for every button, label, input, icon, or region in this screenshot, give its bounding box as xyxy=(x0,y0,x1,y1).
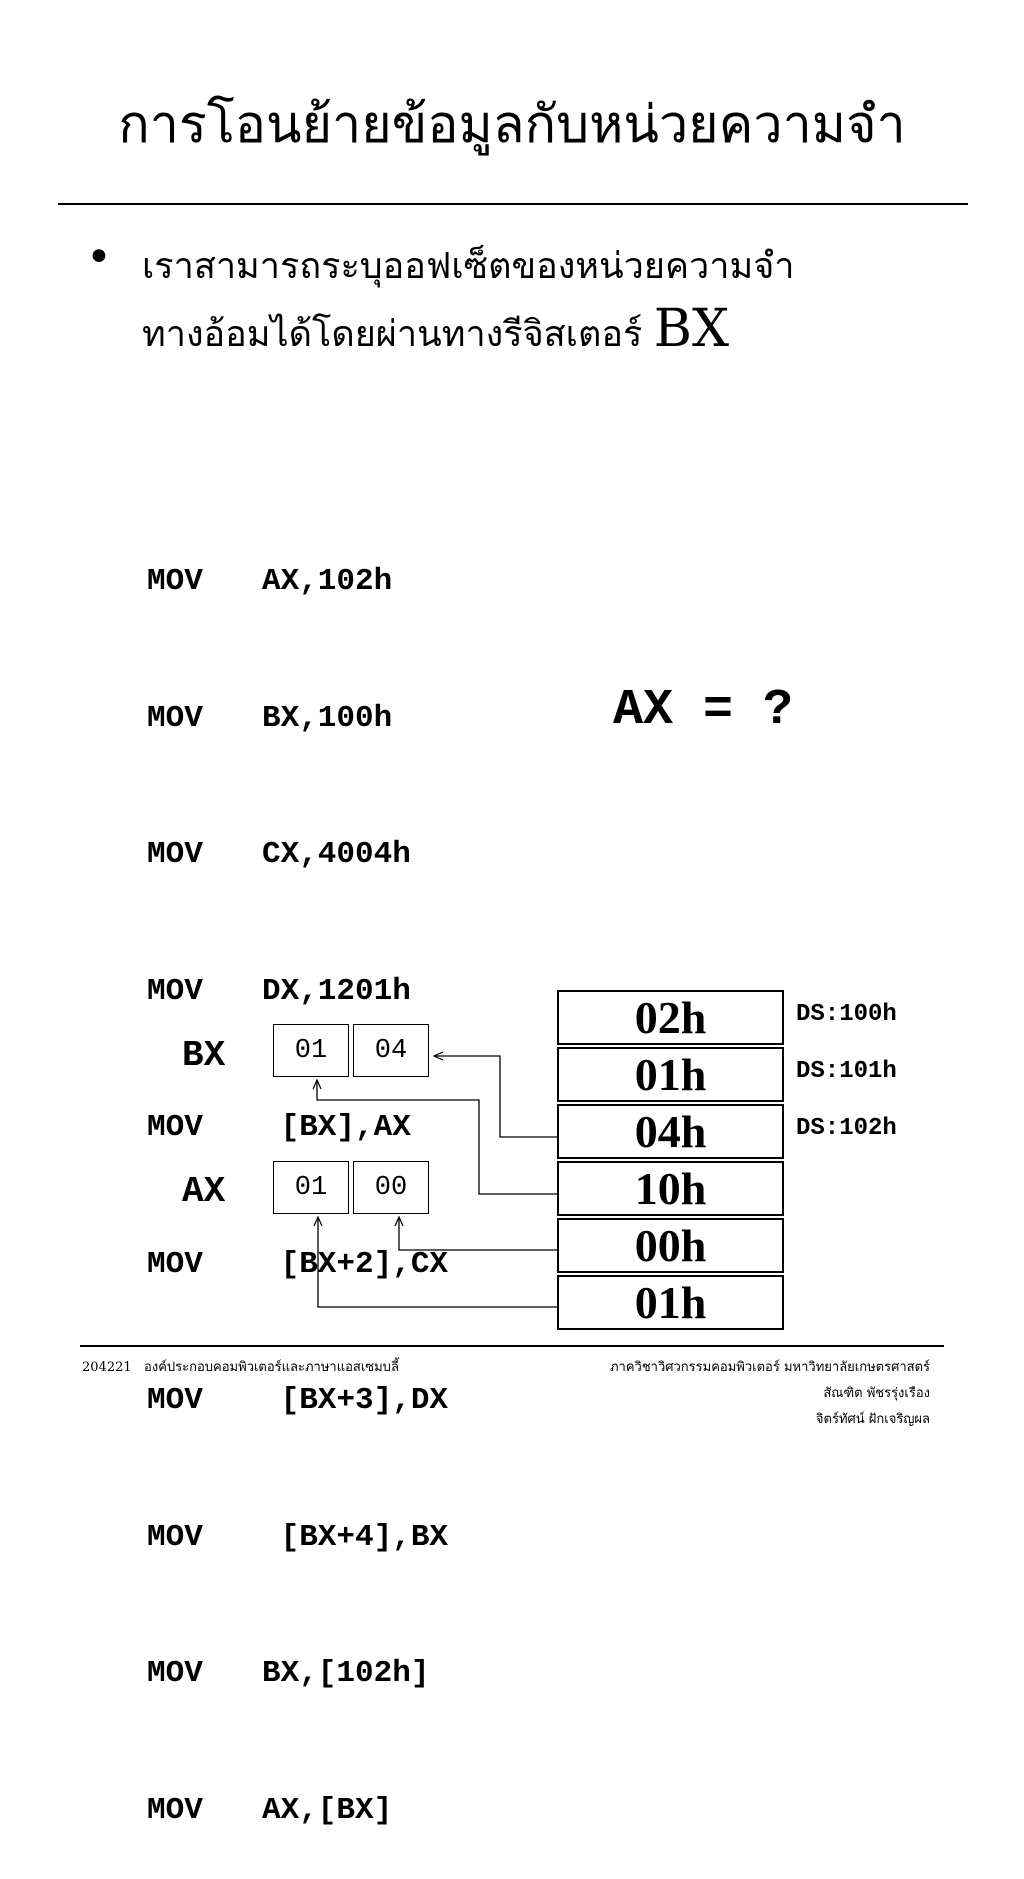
arrow-10h-to-bx-high xyxy=(317,1080,557,1195)
code-args: CX,4004h xyxy=(262,837,411,872)
code-op: MOV xyxy=(147,973,203,1009)
code-op: MOV xyxy=(147,1519,203,1555)
code-args: BX,[102h] xyxy=(262,1656,430,1691)
code-op: MOV xyxy=(147,1656,203,1691)
bullet-text: เราสามารถระบุออฟเซ็ตของหน่วยความจำ ทางอ้… xyxy=(142,236,902,366)
memory-address: DS:100h xyxy=(796,1001,897,1028)
code-args: AX,102h xyxy=(262,564,393,599)
code-args: [BX],AX xyxy=(262,1110,411,1145)
footer-credits: ภาควิชาวิศวกรรมคอมพิวเตอร์ มหาวิทยาลัยเก… xyxy=(610,1355,930,1433)
code-op: MOV xyxy=(147,1110,203,1145)
title-divider xyxy=(58,203,968,205)
code-line: MOV CX,4004h xyxy=(147,832,448,878)
code-line: MOV DX,1201h xyxy=(147,969,448,1015)
code-line: MOV BX,[102h] xyxy=(147,1651,448,1697)
memory-cell: 04h xyxy=(557,1104,784,1159)
code-args: [BX+3],DX xyxy=(262,1383,449,1418)
code-line: MOV [BX+3],DX xyxy=(147,1378,448,1424)
code-args: AX,[BX] xyxy=(262,1792,393,1828)
code-args: [BX+4],BX xyxy=(262,1519,449,1555)
ax-register-label: AX xyxy=(182,1171,226,1212)
code-line: MOV [BX],AX xyxy=(147,1105,448,1151)
code-op: MOV xyxy=(147,564,203,599)
memory-cell: 01h xyxy=(557,1047,784,1102)
memory-address: DS:102h xyxy=(796,1115,897,1142)
memory-cell: 10h xyxy=(557,1161,784,1216)
code-args: DX,1201h xyxy=(262,973,411,1009)
arrow-01h-to-ax-high xyxy=(318,1217,557,1308)
bx-register-label: BX xyxy=(182,1035,226,1076)
question-text: AX = ? xyxy=(613,682,794,739)
bullet-line-2: ทางอ้อมได้โดยผ่านทางรีจิสเตอร์ BX xyxy=(142,298,902,366)
code-op: MOV xyxy=(147,837,203,872)
code-line: MOV AX,[BX] xyxy=(147,1788,448,1834)
code-line: MOV [BX+4],BX xyxy=(147,1515,448,1561)
code-op: MOV xyxy=(147,1246,203,1282)
memory-cell: 00h xyxy=(557,1218,784,1273)
code-op: MOV xyxy=(147,1383,203,1418)
code-args: [BX+2],CX xyxy=(262,1246,449,1282)
code-op: MOV xyxy=(147,1792,203,1828)
ax-low-byte: 00 xyxy=(353,1161,429,1214)
course-code: 204221 xyxy=(82,1360,132,1375)
memory-cell: 02h xyxy=(557,990,784,1045)
course-name: องค์ประกอบคอมพิวเตอร์และภาษาแอสเซมบลี้ xyxy=(144,1360,399,1375)
arrow-00h-to-ax-low xyxy=(399,1217,557,1251)
ax-high-byte: 01 xyxy=(273,1161,349,1214)
code-line: MOV [BX+2],CX xyxy=(147,1242,448,1288)
author-name: จิตร์ทัศน์ ฝักเจริญผล xyxy=(815,1412,930,1427)
arrow-04h-to-bx-low xyxy=(434,1056,557,1138)
bullet-line-1: เราสามารถระบุออฟเซ็ตของหน่วยความจำ xyxy=(142,246,795,287)
department-name: ภาควิชาวิศวกรรมคอมพิวเตอร์ มหาวิทยาลัยเก… xyxy=(609,1360,930,1375)
bx-low-byte: 04 xyxy=(353,1024,429,1077)
author-name: สัณฑิต พัชรรุ่งเรือง xyxy=(823,1386,930,1401)
code-op: MOV xyxy=(147,700,203,736)
code-line: MOV AX,102h xyxy=(147,559,448,605)
bx-high-byte: 01 xyxy=(273,1024,349,1077)
bullet-register: BX xyxy=(653,299,729,359)
bullet-line-2-text: ทางอ้อมได้โดยผ่านทางรีจิสเตอร์ xyxy=(142,314,643,355)
slide-title: การโอนย้ายข้อมูลกับหน่วยความจำ xyxy=(118,95,906,155)
data-flow-arrows xyxy=(0,0,557,1308)
footer-divider xyxy=(80,1345,944,1347)
code-args: BX,100h xyxy=(262,700,393,736)
footer-course: 204221 องค์ประกอบคอมพิวเตอร์และภาษาแอสเซ… xyxy=(82,1355,399,1381)
memory-cell: 01h xyxy=(557,1275,784,1330)
bullet-icon: • xyxy=(86,232,112,283)
code-line: MOV BX,100h xyxy=(147,696,448,742)
memory-address: DS:101h xyxy=(796,1058,897,1085)
